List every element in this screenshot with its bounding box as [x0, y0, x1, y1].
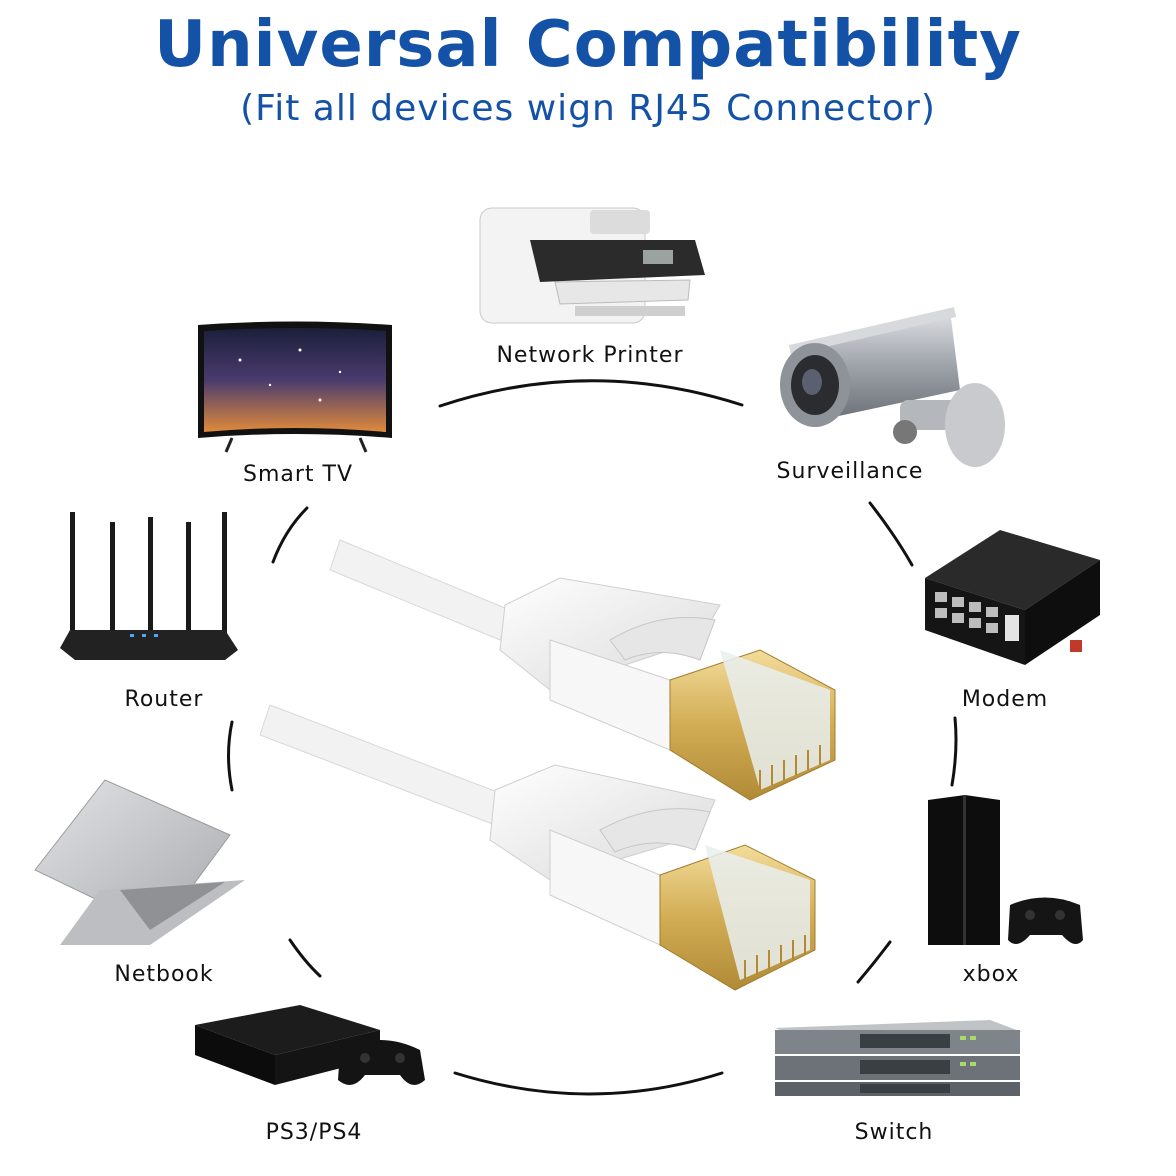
ring-arc: [271, 506, 309, 564]
page-subtitle: (Fit all devices wign RJ45 Connector): [240, 88, 936, 129]
tv-icon: [198, 321, 392, 453]
router-icon: [60, 512, 238, 660]
ethernet-cable-upper: [329, 539, 836, 801]
ring-arc: [227, 720, 234, 792]
label-ps3-ps4: PS3/PS4: [265, 1120, 363, 1145]
console-icon: [928, 795, 1083, 945]
ring-arc: [288, 938, 322, 978]
label-smart-tv: Smart TV: [242, 462, 354, 487]
modem-icon: [925, 530, 1100, 665]
page-title: Universal Compatibility: [154, 8, 1022, 82]
label-surveillance: Surveillance: [776, 459, 924, 484]
ring-arc: [950, 716, 958, 787]
label-network-printer: Network Printer: [496, 343, 684, 368]
label-switch: Switch: [854, 1120, 934, 1145]
label-modem: Modem: [961, 687, 1049, 712]
ring-arc: [453, 1071, 724, 1096]
switch-icon: [775, 1020, 1022, 1096]
laptop-icon: [34, 779, 245, 945]
label-router: Router: [124, 687, 204, 712]
playstation-icon: [195, 1005, 425, 1085]
ethernet-cable-lower: [259, 704, 816, 991]
label-netbook: Netbook: [114, 962, 214, 987]
camera-icon: [780, 307, 1005, 467]
connection-ring: [227, 379, 958, 1096]
ring-arc: [856, 940, 892, 984]
label-xbox: xbox: [962, 962, 1020, 987]
ring-arc: [438, 379, 744, 408]
ring-arc: [868, 501, 914, 567]
printer-icon: [479, 207, 705, 324]
